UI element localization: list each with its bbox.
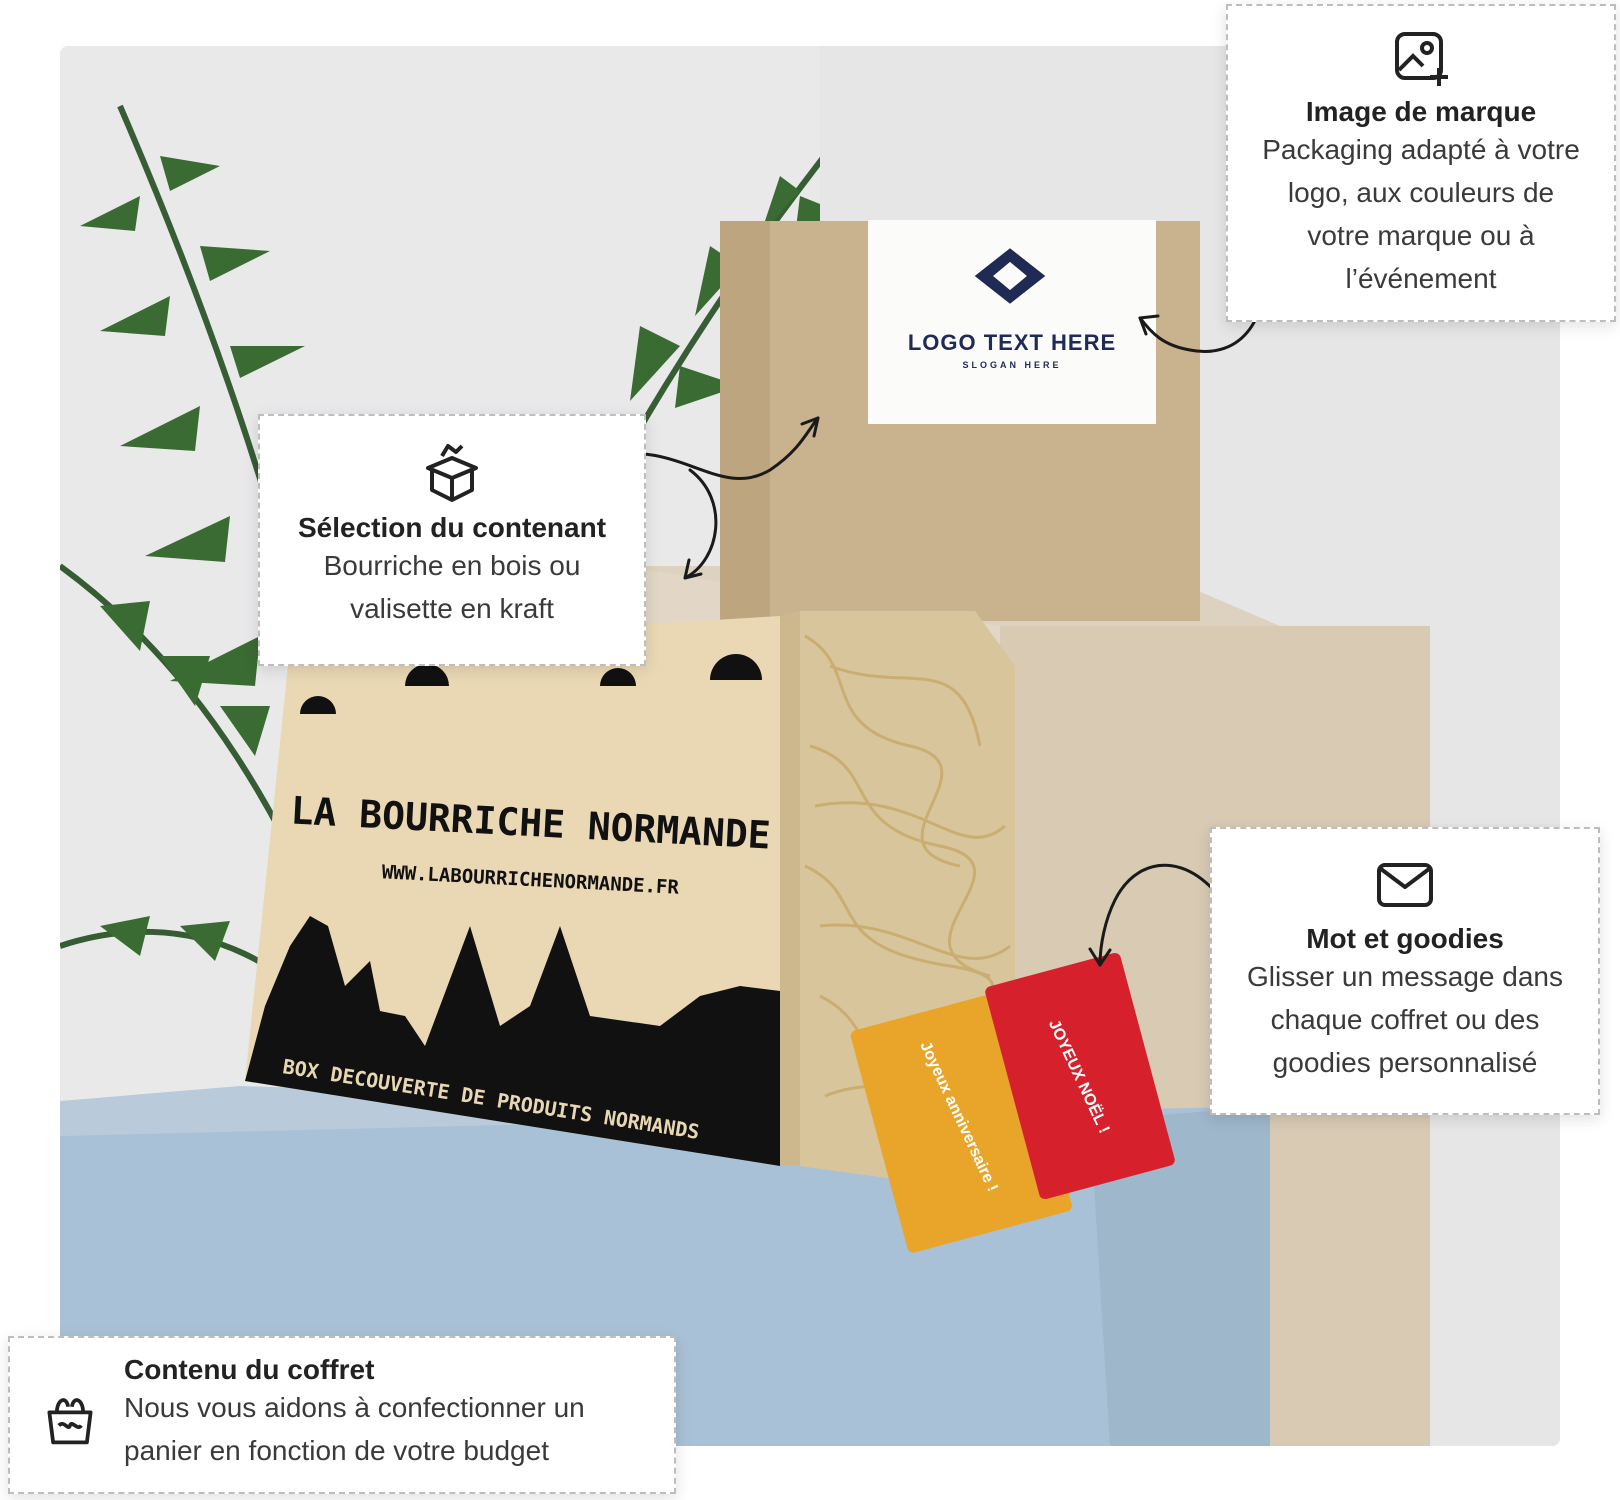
callout-content-line: Nous vous aidons à confectionner un [124, 1392, 585, 1423]
callout-container-title: Sélection du contenant [297, 512, 607, 543]
callout-content-text: Nous vous aidons à confectionner un pani… [124, 1386, 650, 1472]
callout-brand-text: Packaging adapté à votre logo, aux coule… [1242, 128, 1600, 300]
callout-brand-line: logo, aux couleurs de [1287, 177, 1555, 208]
callout-message: Mot et goodies Glisser un message dans c… [1210, 827, 1600, 1115]
logo-slogan: SLOGAN HERE [962, 360, 1061, 370]
callout-content-line: panier en fonction de votre budget [124, 1435, 549, 1466]
callout-brand-line: Packaging adapté à votre [1262, 134, 1580, 165]
card-red: JOYEUX NOËL ! [985, 952, 1175, 1200]
callout-brand-title: Image de marque [1305, 96, 1537, 127]
callout-message-line: Glisser un message dans [1247, 961, 1563, 992]
callout-content: Contenu du coffret Nous vous aidons à co… [8, 1336, 676, 1494]
box-open-icon [426, 444, 478, 502]
logo-text: LOGO TEXT HERE [908, 330, 1116, 355]
callout-container-line: Bourriche en bois ou [323, 550, 581, 581]
basket-icon [47, 1398, 93, 1445]
callout-container-text: Bourriche en bois ou valisette en kraft [274, 544, 630, 630]
callout-message-line: goodies personnalisé [1272, 1047, 1538, 1078]
callout-message-line: chaque coffret ou des [1270, 1004, 1540, 1035]
envelope-icon [1377, 863, 1433, 907]
callout-container-line: valisette en kraft [350, 593, 554, 624]
callout-brand-line: votre marque ou à [1307, 220, 1535, 251]
image-plus-icon [1395, 32, 1448, 86]
logo-mark-icon [974, 248, 1046, 304]
callout-brand-line: l’événement [1345, 263, 1497, 294]
callout-brand: Image de marque Packaging adapté à votre… [1226, 4, 1616, 322]
callout-message-text: Glisser un message dans chaque coffret o… [1226, 955, 1584, 1084]
callout-container: Sélection du contenant Bourriche en bois… [258, 414, 646, 666]
callout-message-title: Mot et goodies [1306, 923, 1504, 954]
kraft-box: LOGO TEXT HERE SLOGAN HERE [720, 220, 1200, 621]
callout-content-title: Contenu du coffret [124, 1354, 375, 1385]
skyline-silhouette [245, 916, 780, 1166]
